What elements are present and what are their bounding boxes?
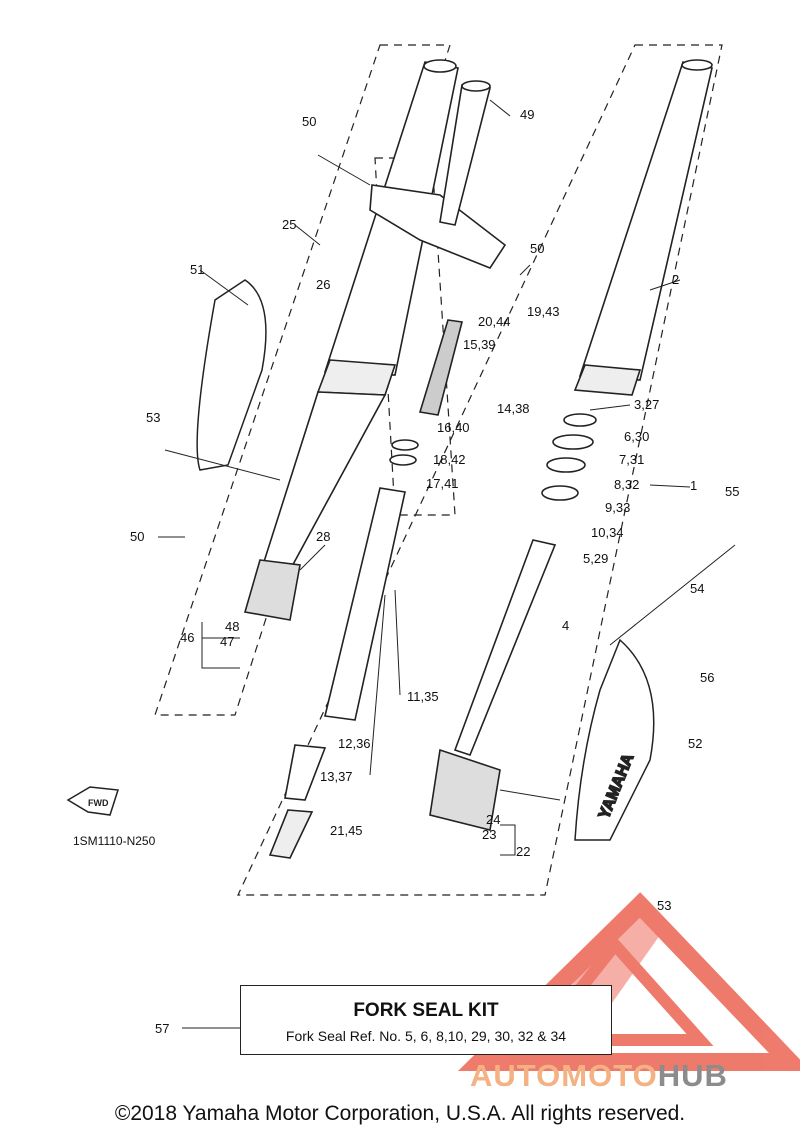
callout-21-45: 21,45 (330, 823, 363, 838)
right-fork-guard: YAMAHA (574, 638, 655, 841)
callout-48: 48 (225, 619, 239, 634)
callout-9-33: 9,33 (605, 500, 630, 515)
callout-57: 57 (155, 1021, 169, 1036)
callout-50-left: 50 (130, 529, 144, 544)
callout-4: 4 (562, 618, 569, 633)
callout-8-32: 8,32 (614, 477, 639, 492)
callout-53-bottom: 53 (657, 898, 671, 913)
copyright-notice: ©2018 Yamaha Motor Corporation, U.S.A. A… (114, 1102, 686, 1125)
callout-20-44: 20,44 (478, 314, 511, 329)
right-fork-tube (429, 59, 713, 831)
callout-23: 23 (482, 827, 496, 842)
callout-50-mid: 50 (530, 241, 544, 256)
callout-26: 26 (316, 277, 330, 292)
callout-47: 47 (220, 634, 234, 649)
callout-19-43: 19,43 (527, 304, 560, 319)
callout-12-36: 12,36 (338, 736, 371, 751)
callout-labels: 50 49 25 50 51 26 2 19,43 20,44 15,39 3,… (73, 107, 739, 1036)
left-fork-guard (196, 279, 267, 471)
damper-group-outline (374, 157, 456, 516)
callout-55: 55 (725, 484, 739, 499)
fwd-arrow: FWD (66, 786, 119, 816)
callout-3-27: 3,27 (634, 397, 659, 412)
watermark-text-part1: AUTOMOTO (470, 1058, 658, 1093)
callout-5-29: 5,29 (583, 551, 608, 566)
callout-56: 56 (700, 670, 714, 685)
triple-clamp (369, 80, 507, 269)
fork-seal-kit-description: Fork Seal Ref. No. 5, 6, 8,10, 29, 30, 3… (285, 1028, 567, 1044)
watermark-text-part2: HUB (657, 1058, 728, 1093)
leader-lines (158, 99, 736, 1029)
callout-2: 2 (672, 272, 679, 287)
callout-13-37: 13,37 (320, 769, 353, 784)
callout-16-40: 16,40 (437, 420, 470, 435)
callout-10-34: 10,34 (591, 525, 624, 540)
callout-53-left: 53 (146, 410, 160, 425)
callout-7-31: 7,31 (619, 452, 644, 467)
callout-52: 52 (688, 736, 702, 751)
callout-6-30: 6,30 (624, 429, 649, 444)
fork-seal-kit-box: FORK SEAL KIT Fork Seal Ref. No. 5, 6, 8… (240, 985, 612, 1055)
callout-17-41: 17,41 (426, 476, 459, 491)
callout-50-top: 50 (302, 114, 316, 129)
callout-49: 49 (520, 107, 534, 122)
watermark-text: AUTOMOTOHUB (470, 1058, 800, 1094)
callout-11-35: 11,35 (407, 689, 439, 704)
left-fork-group-outline (154, 44, 451, 716)
damper-cartridge (268, 319, 463, 859)
fwd-label: FWD (88, 798, 109, 808)
callout-25: 25 (282, 217, 296, 232)
fork-seal-kit-title: FORK SEAL KIT (353, 1000, 499, 1021)
callout-22: 22 (516, 844, 530, 859)
callout-54: 54 (690, 581, 704, 596)
part-number-label: 1SM1110-N250 (73, 834, 156, 848)
callout-24: 24 (486, 812, 500, 827)
callout-51: 51 (190, 262, 204, 277)
callout-18-42: 18,42 (433, 452, 466, 467)
callout-14-38: 14,38 (497, 401, 530, 416)
callout-28: 28 (316, 529, 330, 544)
callout-46: 46 (180, 630, 194, 645)
callout-1: 1 (690, 478, 697, 493)
left-fork-tube (243, 59, 459, 621)
callout-15-39: 15,39 (463, 337, 496, 352)
